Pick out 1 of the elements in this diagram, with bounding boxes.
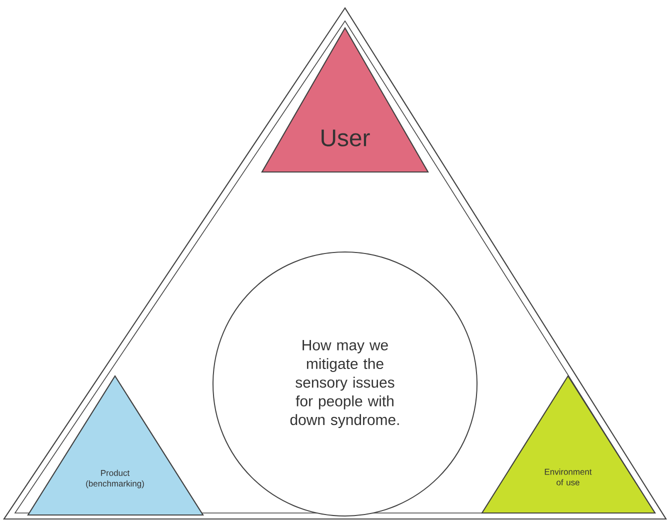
node-label: How may we mitigate the sensory issues for people with down syndrome. [290, 340, 399, 428]
